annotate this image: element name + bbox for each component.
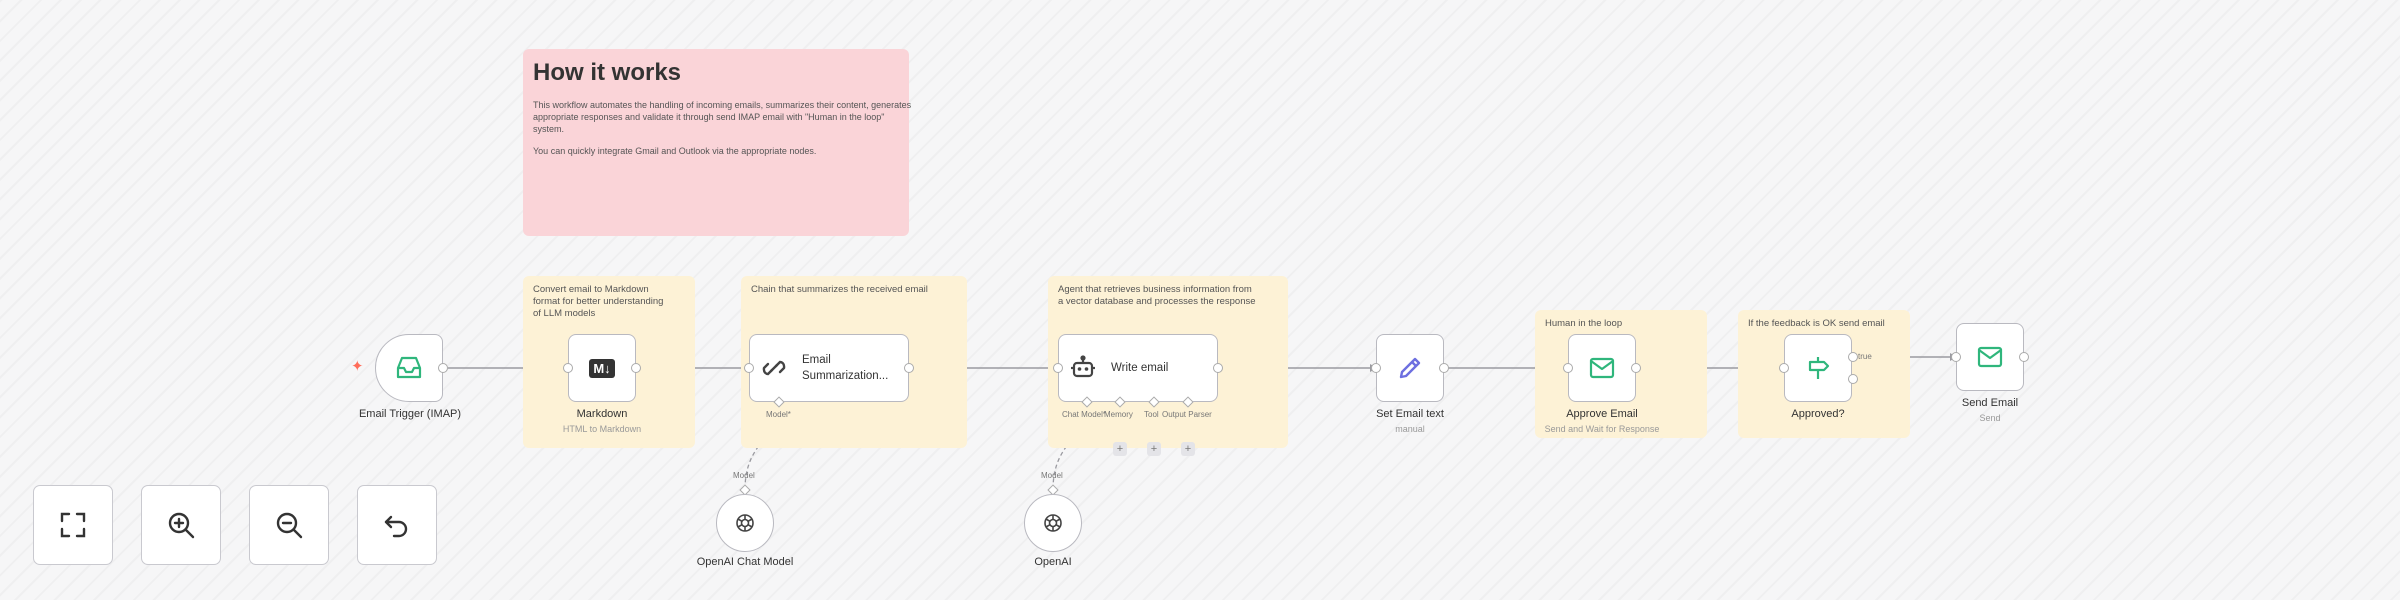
node-subtitle: manual	[1395, 424, 1425, 434]
zoom-out-button[interactable]	[249, 485, 329, 565]
reset-zoom-button[interactable]	[357, 485, 437, 565]
sticky-note-text: Chain that summarizes the received email	[751, 284, 928, 295]
openai-icon	[734, 512, 756, 534]
input-port[interactable]	[1053, 363, 1063, 373]
signpost-icon	[1804, 354, 1832, 382]
port-label: Output Parser	[1162, 410, 1212, 419]
node-label: Email Summarization...	[802, 352, 888, 384]
sticky-note-paragraph-2: You can quickly integrate Gmail and Outl…	[533, 146, 817, 156]
node-email-summarization[interactable]: Email Summarization...	[749, 334, 909, 402]
node-title: Markdown	[576, 408, 628, 420]
node-write-email[interactable]: Write email	[1058, 334, 1218, 402]
node-title: Approved?	[1791, 408, 1845, 420]
output-port[interactable]	[1213, 363, 1223, 373]
port-label: Model	[1041, 471, 1063, 480]
output-port[interactable]	[631, 363, 641, 373]
output-port[interactable]	[438, 363, 448, 373]
node-send-email[interactable]	[1956, 323, 2024, 391]
node-label-line-2: Summarization...	[802, 370, 889, 382]
output-port[interactable]	[1631, 363, 1641, 373]
zoom-out-icon	[274, 510, 304, 540]
reset-icon	[382, 510, 412, 540]
add-tool-button[interactable]: +	[1147, 442, 1161, 456]
input-port[interactable]	[1371, 363, 1381, 373]
node-openai-chat-model[interactable]	[716, 494, 774, 552]
node-set-email-text[interactable]	[1376, 334, 1444, 402]
sticky-note-text: If the feedback is OK send email	[1748, 318, 1885, 329]
inbox-icon	[395, 355, 423, 381]
node-label: Write email	[1111, 362, 1169, 374]
trigger-bolt-icon: ✦	[351, 358, 364, 375]
output-port[interactable]	[904, 363, 914, 373]
zoom-in-icon	[166, 510, 196, 540]
sticky-note-title: How it works	[533, 59, 682, 86]
node-email-trigger[interactable]	[375, 334, 443, 402]
node-approved[interactable]	[1784, 334, 1852, 402]
fit-view-button[interactable]	[33, 485, 113, 565]
port-label: Model	[733, 471, 755, 480]
input-port[interactable]	[1951, 352, 1961, 362]
link-icon	[760, 354, 788, 382]
node-markdown[interactable]: M↓	[568, 334, 636, 402]
sticky-note-text: Human in the loop	[1545, 318, 1623, 329]
node-title: Send Email	[1961, 397, 2019, 409]
add-output-parser-button[interactable]: +	[1181, 442, 1195, 456]
port-label: Chat Model*	[1062, 410, 1107, 419]
output-port-false[interactable]	[1848, 374, 1858, 384]
sticky-note-markdown[interactable]: Convert email to Markdown format for bet…	[523, 276, 695, 448]
input-port[interactable]	[1779, 363, 1789, 373]
branch-label-true: true	[1858, 352, 1872, 361]
sticky-note-text: Agent that retrieves business informatio…	[1058, 284, 1256, 307]
node-title: Set Email text	[1376, 408, 1444, 420]
add-memory-button[interactable]: +	[1113, 442, 1127, 456]
fit-view-icon	[58, 510, 88, 540]
node-title: Email Trigger (IMAP)	[358, 408, 462, 420]
node-subtitle: Send and Wait for Response	[1544, 424, 1660, 434]
openai-icon	[1042, 512, 1064, 534]
input-port[interactable]	[744, 363, 754, 373]
node-subtitle: Send	[1979, 413, 2001, 423]
sticky-note-how-it-works[interactable]: How it works This workflow automates the…	[523, 49, 911, 236]
output-port-true[interactable]	[1848, 352, 1858, 362]
port-label: Model*	[766, 410, 791, 419]
sticky-note-text: Convert email to Markdown format for bet…	[533, 284, 664, 319]
mail-icon	[1588, 356, 1616, 380]
robot-icon	[1069, 354, 1097, 382]
zoom-in-button[interactable]	[141, 485, 221, 565]
mail-icon	[1976, 345, 2004, 369]
pencil-icon	[1396, 354, 1424, 382]
node-label-line-1: Email	[802, 354, 831, 366]
node-subtitle: HTML to Markdown	[562, 424, 642, 434]
port-label: Memory	[1104, 410, 1133, 419]
node-title: Approve Email	[1566, 408, 1638, 420]
output-port[interactable]	[2019, 352, 2029, 362]
port-label: Tool	[1144, 410, 1159, 419]
output-port[interactable]	[1439, 363, 1449, 373]
input-port[interactable]	[1563, 363, 1573, 373]
sticky-note-paragraph-1: This workflow automates the handling of …	[533, 100, 912, 134]
node-approve-email[interactable]	[1568, 334, 1636, 402]
markdown-icon: M↓	[589, 358, 615, 378]
node-title: OpenAI Chat Model	[696, 556, 794, 568]
node-openai[interactable]	[1024, 494, 1082, 552]
node-title: OpenAI	[1034, 556, 1072, 568]
input-port[interactable]	[563, 363, 573, 373]
